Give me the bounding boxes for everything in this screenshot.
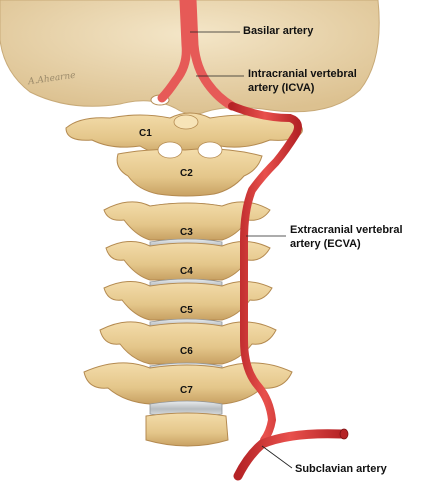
vertebra-label-c3: C3 [180, 227, 193, 238]
label-icva-line1: Intracranial vertebral [248, 68, 357, 80]
label-ecva-line1: Extracranial vertebral [290, 224, 403, 236]
c4-vertebra [105, 241, 271, 281]
c2-axis [116, 148, 263, 197]
c5-vertebra [103, 281, 273, 321]
vertebra-label-c6: C6 [180, 346, 193, 357]
leader-subclavian [261, 445, 293, 469]
label-ecva-line2: artery (ECVA) [290, 238, 361, 250]
vertebra-label-c2: C2 [180, 168, 193, 179]
subclavian-end [339, 428, 349, 440]
label-basilar-artery: Basilar artery [243, 25, 314, 37]
vertebra-label-c1: C1 [139, 128, 152, 139]
c6-vertebra [99, 321, 277, 365]
t1-vertebra [145, 412, 229, 447]
label-subclavian-artery: Subclavian artery [295, 463, 387, 475]
basilar-artery [157, 0, 191, 103]
vertebra-label-c4: C4 [180, 266, 193, 277]
basilar-artery-right [187, 0, 237, 111]
c7-vertebra [83, 362, 293, 405]
c3-vertebra [103, 201, 271, 241]
label-icva-line2: artery (ICVA) [248, 82, 315, 94]
vertebra-label-c5: C5 [180, 305, 193, 316]
subclavian-artery [233, 429, 347, 481]
vertebral-artery [228, 102, 302, 444]
vertebra-label-c7: C7 [180, 385, 193, 396]
